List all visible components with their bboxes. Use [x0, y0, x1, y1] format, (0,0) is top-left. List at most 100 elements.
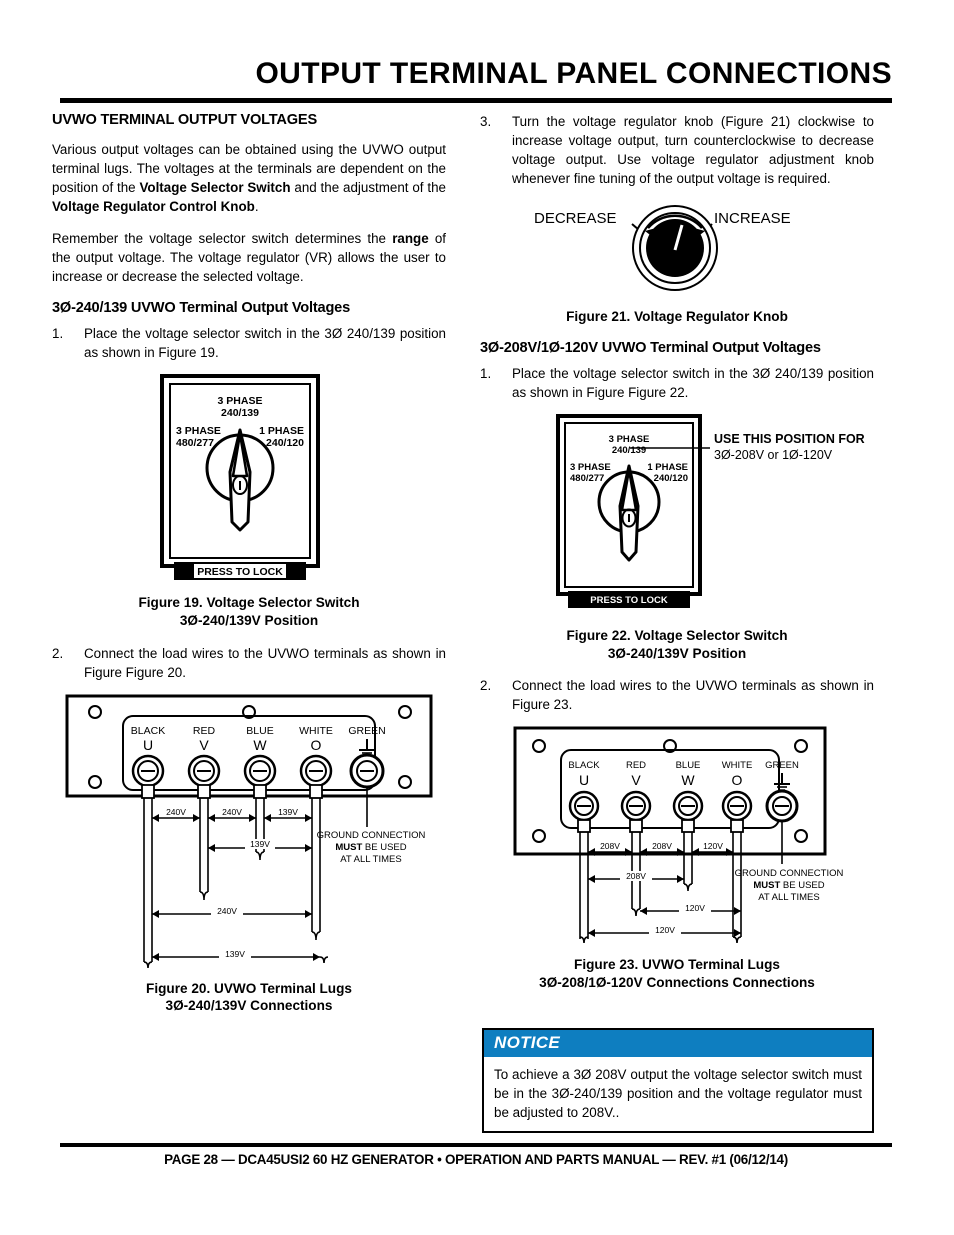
step-number: 2.: [480, 678, 492, 694]
measurement-row-1: 240V 240V 139V: [152, 807, 312, 822]
increase-label: INCREASE: [714, 210, 791, 227]
measurement-label: 120V: [703, 841, 723, 851]
annotation-line1: USE THIS POSITION FOR: [714, 432, 865, 446]
terminal-group-white-o: WHITE O: [299, 725, 333, 799]
section-heading-uvwo: UVWO TERMINAL OUTPUT VOLTAGES: [52, 112, 317, 128]
measurement-label: 139V: [225, 949, 245, 959]
regulator-knob-diagram: DECREASE INCREASE: [534, 205, 791, 292]
ground-note-line3: AT ALL TIMES: [758, 892, 819, 903]
step-item: 3. Turn the voltage regulator knob (Figu…: [480, 112, 874, 188]
notice-box: NOTICE To achieve a 3Ø 208V output the v…: [482, 1028, 874, 1134]
selector-switch-diagram: 3 PHASE 240/139 3 PHASE 480/277 1 PHASE …: [160, 374, 320, 581]
measurement-label: 240V: [217, 906, 237, 916]
terminal-color-label: BLACK: [568, 760, 600, 771]
terminal-color-label: WHITE: [722, 760, 753, 771]
ground-note-line1: GROUND CONNECTION: [317, 830, 426, 841]
step-number: 1.: [52, 326, 64, 342]
figure-19-voltage-selector-switch: 3 PHASE 240/139 3 PHASE 480/277 1 PHASE …: [52, 372, 446, 584]
wire-bundle: [143, 786, 368, 968]
switch-left-label-line1: 3 PHASE: [176, 425, 221, 437]
ground-note-line2: MUST BE USED: [753, 880, 824, 891]
ground-note-line1: GROUND CONNECTION: [735, 868, 844, 879]
step-item: 2. Connect the load wires to the UVWO te…: [52, 644, 446, 682]
figure-22-caption: Figure 22. Voltage Selector Switch 3Ø-24…: [480, 627, 874, 662]
terminal-group-red-v: RED V: [187, 725, 221, 799]
measurement-label: 120V: [685, 903, 705, 913]
measurement-label: 120V: [655, 925, 675, 935]
ground-connection-note: GROUND CONNECTION MUST BE USED AT ALL TI…: [735, 868, 844, 903]
measurement-row-3: 120V: [640, 903, 741, 916]
para1-bold-selector-switch: Voltage Selector Switch: [139, 180, 291, 196]
figure-21-caption: Figure 21. Voltage Regulator Knob: [566, 309, 788, 325]
switch-right-label-line2: 240/120: [654, 473, 688, 484]
measurement-row-2: 139V 139V: [208, 837, 312, 852]
measurement-row-4: 139V: [152, 948, 329, 963]
press-to-lock-label: PRESS TO LOCK: [590, 595, 668, 606]
paragraph-output-voltages: Various output voltages can be obtained …: [52, 140, 446, 216]
figure-19-caption-line1: Figure 19. Voltage Selector Switch: [138, 595, 360, 611]
terminal-lugs-diagram-240: BLACK U RED V BLUE W: [65, 694, 433, 968]
terminal-letter-label: U: [143, 737, 153, 753]
measurement-label: 240V: [222, 807, 242, 817]
figure-22-voltage-selector-switch: 3 PHASE 240/139 3 PHASE 480/277 1 PHASE …: [480, 412, 874, 617]
counterclockwise-arrow-icon: [645, 228, 656, 239]
step-number: 1.: [480, 365, 492, 381]
knob-indicator: [673, 224, 684, 251]
decrease-label: DECREASE: [534, 210, 617, 227]
title-divider: [60, 98, 892, 103]
figure-23-caption: Figure 23. UVWO Terminal Lugs 3Ø-208/1Ø-…: [480, 956, 874, 991]
step-text: Turn the voltage regulator knob (Figure …: [512, 114, 874, 187]
measurement-label: 208V: [626, 871, 646, 881]
terminal-group-blue-w: BLUE W: [243, 725, 277, 799]
footer-text: PAGE 28 — DCA45USI2 60 HZ GENERATOR • OP…: [164, 1152, 788, 1167]
switch-top-label-line2: 240/139: [221, 407, 259, 419]
para1-bold-regulator-knob: Voltage Regulator Control Knob: [52, 199, 255, 215]
right-steps-list-2: 1. Place the voltage selector switch in …: [480, 364, 874, 402]
switch-top-label-line1: 3 PHASE: [218, 395, 263, 407]
measurement-label: 208V: [600, 841, 620, 851]
footer-divider: [60, 1143, 892, 1147]
step-text: Place the voltage selector switch in the…: [84, 326, 446, 361]
figure-20-caption-line2: 3Ø-240/139V Connections: [165, 998, 333, 1014]
left-steps-list-2: 2. Connect the load wires to the UVWO te…: [52, 644, 446, 682]
switch-right-label-line1: 1 PHASE: [259, 425, 304, 437]
paragraph-range: Remember the voltage selector switch det…: [52, 229, 446, 286]
step-text: Connect the load wires to the UVWO termi…: [512, 678, 874, 713]
selector-switch-diagram-annotated: 3 PHASE 240/139 3 PHASE 480/277 1 PHASE …: [556, 413, 865, 608]
ground-note-line3: AT ALL TIMES: [340, 854, 401, 865]
measurement-label: 208V: [652, 841, 672, 851]
measurement-row-2: 208V: [588, 871, 684, 884]
measurement-row-1: 208V 208V 120V: [588, 841, 733, 857]
figure-23-uvwo-terminal-lugs: BLACK U RED V BLUE W: [480, 724, 874, 946]
switch-left-label-line2: 480/277: [176, 437, 214, 449]
step-number: 3.: [480, 114, 492, 129]
left-column: UVWO TERMINAL OUTPUT VOLTAGES Various ou…: [52, 112, 446, 1029]
terminal-group-black-u: BLACK U: [568, 760, 600, 834]
left-steps-list: 1. Place the voltage selector switch in …: [52, 324, 446, 362]
terminal-color-label: BLACK: [131, 725, 165, 737]
step-item: 1. Place the voltage selector switch in …: [480, 364, 874, 402]
para2-bold-range: range: [392, 231, 429, 247]
terminal-color-label: RED: [626, 760, 646, 771]
terminal-group-blue-w: BLUE W: [672, 760, 704, 834]
terminal-letter-label: V: [631, 772, 641, 788]
clockwise-arrow-icon: [694, 228, 705, 239]
terminal-color-label: GREEN: [348, 725, 385, 737]
switch-top-label-line2: 240/139: [612, 445, 646, 456]
switch-right-label-line1: 1 PHASE: [647, 462, 688, 473]
terminal-group-red-v: RED V: [620, 760, 652, 834]
right-column: 3. Turn the voltage regulator knob (Figu…: [480, 112, 874, 1006]
step-item: 1. Place the voltage selector switch in …: [52, 324, 446, 362]
page-title: OUTPUT TERMINAL PANEL CONNECTIONS: [255, 57, 892, 90]
switch-knob-pointer: [228, 428, 252, 532]
right-steps-list: 3. Turn the voltage regulator knob (Figu…: [480, 112, 874, 188]
terminal-lugs-diagram-208: BLACK U RED V BLUE W: [513, 726, 844, 944]
measurement-row-3: 240V: [152, 905, 312, 918]
switch-left-label-line2: 480/277: [570, 473, 604, 484]
terminal-group-white-o: WHITE O: [722, 760, 753, 834]
terminal-letter-label: W: [681, 772, 695, 788]
para2-part2: of the output voltage. The voltage regul…: [52, 231, 446, 285]
measurement-label: 139V: [250, 839, 270, 849]
switch-top-label-line1: 3 PHASE: [609, 434, 650, 445]
figure-20-caption-line1: Figure 20. UVWO Terminal Lugs: [146, 980, 352, 996]
